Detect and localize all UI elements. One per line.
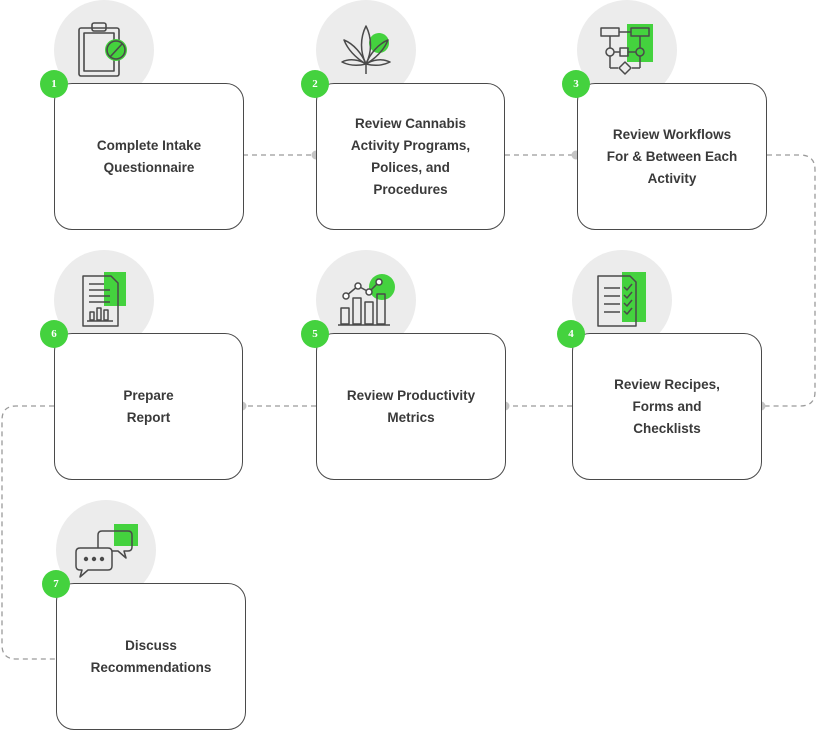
step-label: Review Workflows For & Between Each Acti…	[606, 126, 738, 186]
step-label: Review Productivity Metrics	[346, 387, 476, 425]
step-box: Complete Intake Questionnaire	[54, 83, 244, 230]
cannabis-leaf-icon	[341, 25, 391, 74]
clipboard-icon	[78, 22, 127, 77]
step-number-badge: 1	[40, 70, 68, 98]
step-number-badge: 5	[301, 320, 329, 348]
step-label: Review Recipes, Forms and Checklists	[614, 376, 720, 436]
step-box: Discuss Recommendations	[56, 583, 246, 730]
metrics-chart-icon	[338, 274, 395, 326]
step-number-badge: 6	[40, 320, 68, 348]
step-label: Prepare Report	[123, 387, 174, 425]
step-number-badge: 4	[557, 320, 585, 348]
workflow-icon	[600, 24, 653, 75]
step-label: Complete Intake Questionnaire	[96, 137, 202, 175]
step-label: Discuss Recommendations	[90, 637, 212, 675]
step-box: Review Recipes, Forms and Checklists	[572, 333, 762, 480]
step-box: Prepare Report	[54, 333, 243, 480]
step-number-badge: 3	[562, 70, 590, 98]
report-icon	[82, 272, 126, 327]
step-number-badge: 7	[42, 570, 70, 598]
checklist-icon	[597, 272, 646, 327]
step-box: Review Workflows For & Between Each Acti…	[577, 83, 767, 230]
step-number-badge: 2	[301, 70, 329, 98]
step-box: Review Cannabis Activity Programs, Polic…	[316, 83, 505, 230]
chat-bubbles-icon	[75, 524, 138, 578]
step-box: Review Productivity Metrics	[316, 333, 506, 480]
step-label: Review Cannabis Activity Programs, Polic…	[350, 115, 471, 197]
